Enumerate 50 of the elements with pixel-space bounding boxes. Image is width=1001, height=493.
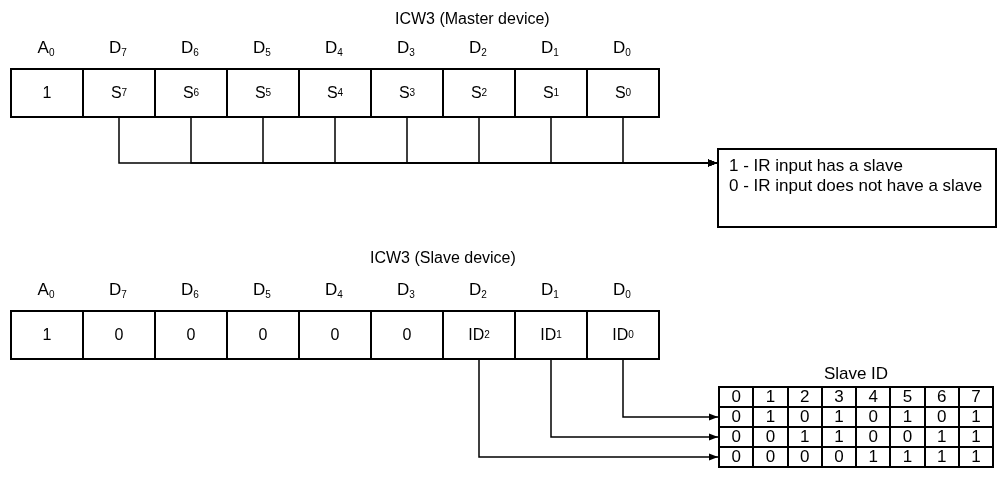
bit-label: D$_{3}$ (396, 280, 416, 300)
table-cell: 1 (891, 448, 926, 466)
table-cell: 0 (788, 448, 823, 466)
register-cell: 1 (10, 310, 84, 360)
table-cell-text: 7 (970, 388, 982, 406)
table-row (718, 446, 994, 468)
heading-text: ICW3 (Master device) (395, 10, 550, 28)
bit-label: D$_{5}$ (252, 280, 272, 300)
bit-label: D$_{7}$ (108, 38, 128, 58)
bit-label: D$_{6}$ (180, 280, 200, 300)
bit-label: D$_{0}$ (612, 280, 632, 300)
bit-label: D$_{2}$ (468, 280, 488, 300)
arrow (622, 117, 718, 167)
bit-label: D$_{0}$ (612, 38, 632, 58)
table-row (718, 406, 994, 428)
table-cell-text: 1 (970, 448, 982, 466)
arrow (550, 359, 719, 441)
bit-label: D$_{4}$ (324, 280, 344, 300)
bit-label: A$_{0}$ (36, 38, 56, 58)
bit-label: D$_{3}$ (396, 38, 416, 58)
table-cell-text: 1 (970, 428, 982, 446)
heading-text: ICW3 (Slave device) (370, 249, 516, 267)
table-cell: 0 (754, 448, 789, 466)
bit-label: A$_{0}$ (36, 280, 56, 300)
table-cell-text: 1 (970, 408, 982, 426)
register-cell: 0 (370, 310, 444, 360)
register-cell: 1 (10, 68, 84, 118)
register-cell: 0 (82, 310, 156, 360)
arrow (622, 359, 719, 421)
table-cell: 1 (857, 448, 892, 466)
bit-label: D$_{6}$ (180, 38, 200, 58)
table-heading: Slave ID (822, 364, 890, 384)
description-text: 0 - IR input does not have a slave (729, 176, 984, 196)
table-cell: 0 (822, 448, 857, 466)
bit-label: D$_{1}$ (540, 280, 560, 300)
table-row (718, 426, 994, 448)
register-cell: 0 (298, 310, 372, 360)
description-box (717, 148, 997, 228)
table-row (718, 386, 994, 408)
bit-label: D$_{5}$ (252, 38, 272, 58)
bit-label: D$_{7}$ (108, 280, 128, 300)
bit-label: D$_{2}$ (468, 38, 488, 58)
register-cell: 0 (154, 310, 228, 360)
register-cell: 0 (226, 310, 300, 360)
table-cell: 1 (925, 448, 960, 466)
description-text: 1 - IR input has a slave (729, 156, 904, 176)
bit-label: D$_{4}$ (324, 38, 344, 58)
bit-label: D$_{1}$ (540, 38, 560, 58)
table-cell: 0 (720, 448, 755, 466)
arrow (478, 359, 719, 461)
